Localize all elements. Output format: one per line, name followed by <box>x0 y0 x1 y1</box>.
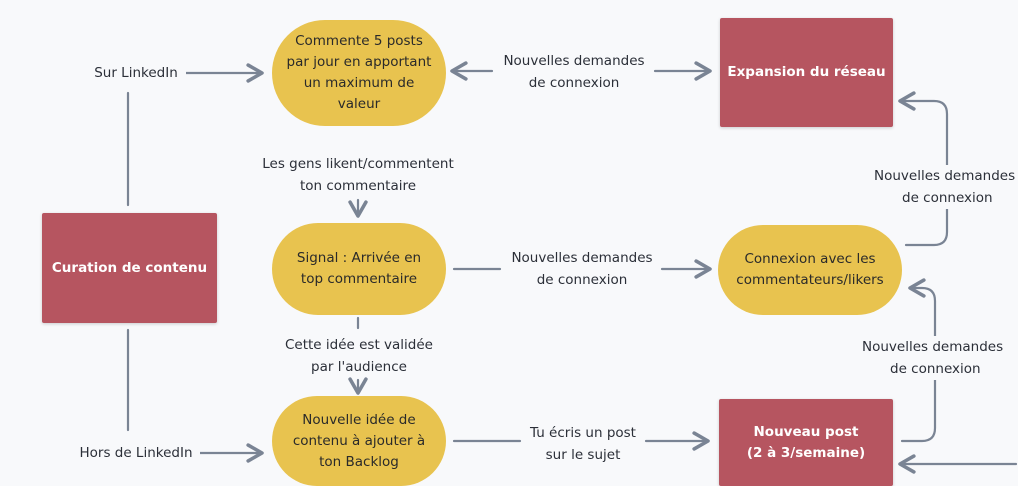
node-comment-line-4: valeur <box>337 96 381 112</box>
node-idea-line-3: ton Backlog <box>319 453 399 470</box>
node-connexion: Connexion avec les commentateurs/likers <box>718 225 902 315</box>
node-expansion: Expansion du réseau <box>720 18 893 127</box>
label-sur-linkedin-text: Sur LinkedIn <box>94 65 178 81</box>
label-demandes-right-top-1: Nouvelles demandes <box>874 168 1016 184</box>
node-idea: Nouvelle idée de contenu à ajouter à ton… <box>272 396 446 486</box>
label-hors-linkedin-text: Hors de LinkedIn <box>79 445 193 461</box>
node-post-line-2: (2 à 3/semaine) <box>746 444 866 461</box>
node-curation-label: Curation de contenu <box>51 259 208 276</box>
node-curation: Curation de contenu <box>42 213 217 323</box>
label-ecris-1: Tu écris un post <box>530 425 636 441</box>
label-demandes-mid-2: de connexion <box>536 272 628 288</box>
label-likent-1: Les gens likent/commentent <box>262 156 454 172</box>
node-comment-posts: Commente 5 posts par jour en apportant u… <box>272 20 446 126</box>
label-demandes-mid-1: Nouvelles demandes <box>511 250 653 266</box>
label-sur-linkedin: Sur LinkedIn <box>86 62 186 84</box>
node-comment-line-2: par jour en apportant <box>286 54 432 70</box>
label-demandes-right-top-2: de connexion <box>902 190 993 206</box>
node-idea-line-1: Nouvelle idée de <box>302 411 416 428</box>
label-validee-1: Cette idée est validée <box>284 337 433 353</box>
node-connexion-line-2: commentateurs/likers <box>736 272 884 288</box>
label-demandes-right-bottom-1: Nouvelles demandes <box>862 339 1004 355</box>
node-signal-line-1: Signal : Arrivée en <box>296 250 422 266</box>
node-expansion-label: Expansion du réseau <box>727 64 886 80</box>
node-comment-line-1: Commente 5 posts <box>295 33 423 49</box>
label-ecris: Tu écris un post sur le sujet <box>516 422 650 466</box>
label-validee-2: par l'audience <box>311 359 407 375</box>
node-connexion-line-1: Connexion avec les <box>744 251 876 267</box>
label-demandes-right-bottom: Nouvelles demandes de connexion <box>858 336 1018 380</box>
label-demandes-right-bottom-2: de connexion <box>890 361 981 377</box>
label-ecris-2: sur le sujet <box>545 447 621 463</box>
label-demandes-mid: Nouvelles demandes de connexion <box>500 247 664 291</box>
label-demandes-right-top: Nouvelles demandes de connexion <box>870 165 1018 209</box>
node-idea-line-2: contenu à ajouter à <box>292 432 426 449</box>
node-signal-line-2: top commentaire <box>300 271 418 287</box>
node-post-line-1: Nouveau post <box>753 423 859 440</box>
node-nouveau-post: Nouveau post (2 à 3/semaine) <box>719 399 893 486</box>
label-likent: Les gens likent/commentent ton commentai… <box>250 153 466 197</box>
label-hors-linkedin: Hors de LinkedIn <box>72 442 200 464</box>
node-signal: Signal : Arrivée en top commentaire <box>272 223 446 315</box>
label-demandes-top-1: Nouvelles demandes <box>503 53 645 69</box>
label-validee: Cette idée est validée par l'audience <box>272 334 446 378</box>
label-demandes-top-2: de connexion <box>528 75 620 91</box>
label-demandes-top: Nouvelles demandes de connexion <box>492 50 656 94</box>
label-likent-2: ton commentaire <box>299 178 417 194</box>
node-comment-line-3: un maximum de <box>303 75 415 91</box>
